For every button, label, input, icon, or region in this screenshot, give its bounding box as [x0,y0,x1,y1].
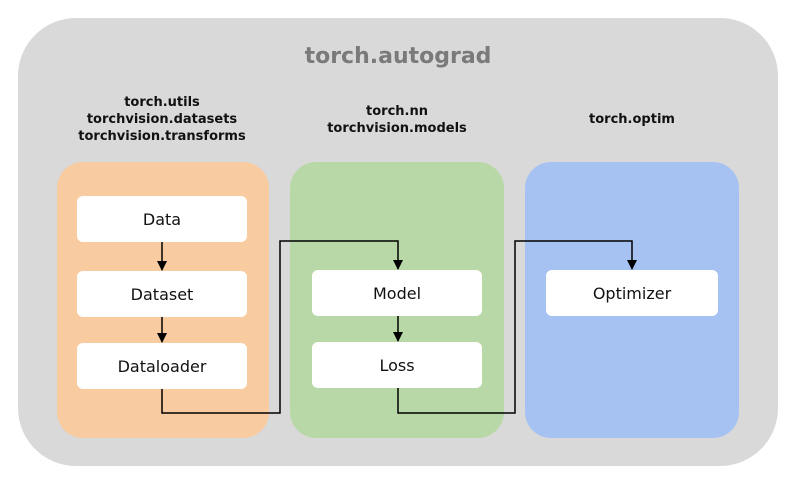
group-data-label-line: torchvision.datasets [86,112,238,127]
group-optim-label: torch.optim [532,111,732,128]
node-model: Model [312,270,482,316]
node-optimizer: Optimizer [546,270,718,316]
group-data-label: torch.utils torchvision.datasets torchvi… [62,94,262,145]
group-data-label-line: torch.utils [124,95,200,110]
arrow-dataloader-to-model [161,240,403,414]
diagram-title: torch.autograd [304,44,492,69]
group-optim-label-line: torch.optim [589,112,675,127]
group-model-label: torch.nn torchvision.models [297,103,497,137]
group-model-label-line: torch.nn [366,104,428,119]
node-data: Data [77,196,247,242]
group-model-label-line: torchvision.models [327,121,467,136]
node-dataset: Dataset [77,271,247,317]
node-loss: Loss [312,342,482,388]
group-data-label-line: torchvision.transforms [78,129,246,144]
arrow-loss-to-optimizer [397,240,637,414]
node-dataloader: Dataloader [77,343,247,389]
